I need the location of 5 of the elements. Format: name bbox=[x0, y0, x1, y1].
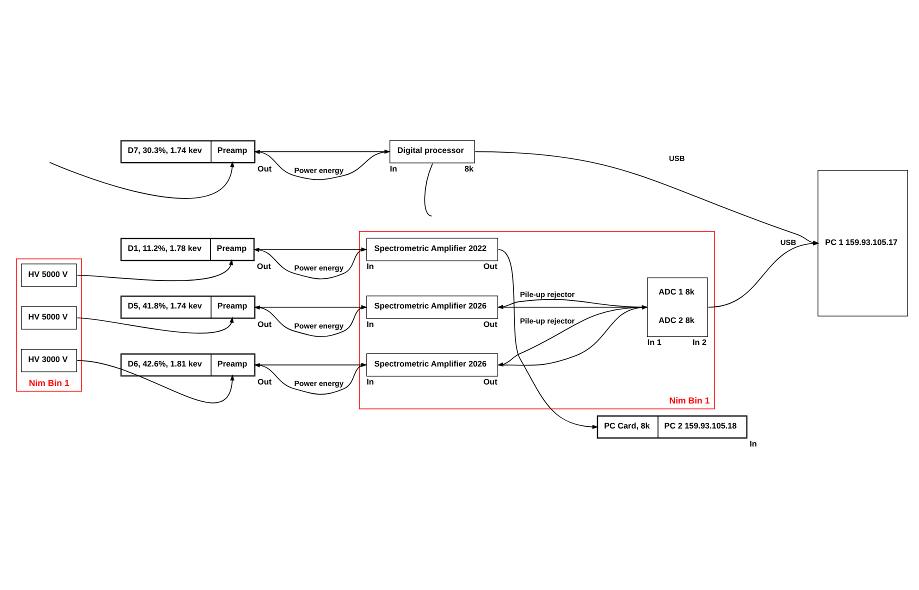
connector bbox=[424, 163, 433, 216]
arrow bbox=[76, 258, 234, 282]
arrow bbox=[76, 316, 234, 334]
arrow bbox=[49, 161, 234, 199]
arrow bbox=[76, 360, 234, 404]
